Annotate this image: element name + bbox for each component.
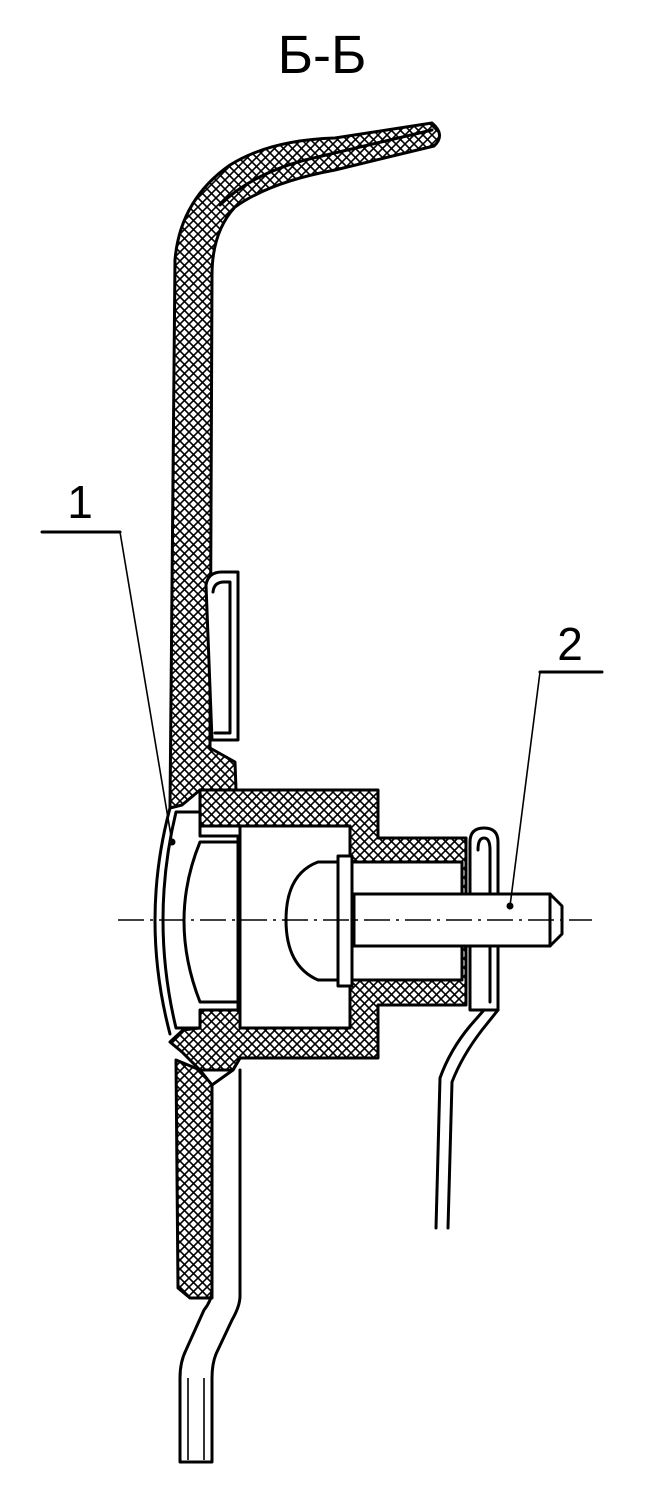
wire-lead: [434, 1008, 500, 1230]
callout-2-label: 2: [557, 618, 583, 670]
callout-1-leader: [119, 531, 173, 843]
stiffening-rib-inner: [211, 580, 232, 735]
sheet-metal-lower: [178, 1068, 242, 1464]
housing-wall-lower: [174, 1058, 214, 1300]
lamp-flange: [336, 854, 354, 988]
stiffening-rib: [204, 570, 240, 742]
callout-2-leader: [509, 671, 541, 907]
callout-2-dot: [506, 902, 514, 910]
section-title: Б-Б: [278, 25, 367, 85]
callout-1-label: 1: [67, 476, 93, 528]
contact-holder-inner: [476, 836, 492, 1004]
housing-wall-upper: [168, 121, 441, 810]
sheet-metal-lower-inner: [187, 1378, 205, 1460]
lens-cap-inner-curve: [182, 840, 240, 1004]
callout-1-dot: [168, 838, 176, 846]
lens-cap-outer-edge: [153, 806, 172, 1036]
housing-inner-edge: [218, 128, 434, 207]
lower-wall-edge: [210, 1056, 242, 1087]
